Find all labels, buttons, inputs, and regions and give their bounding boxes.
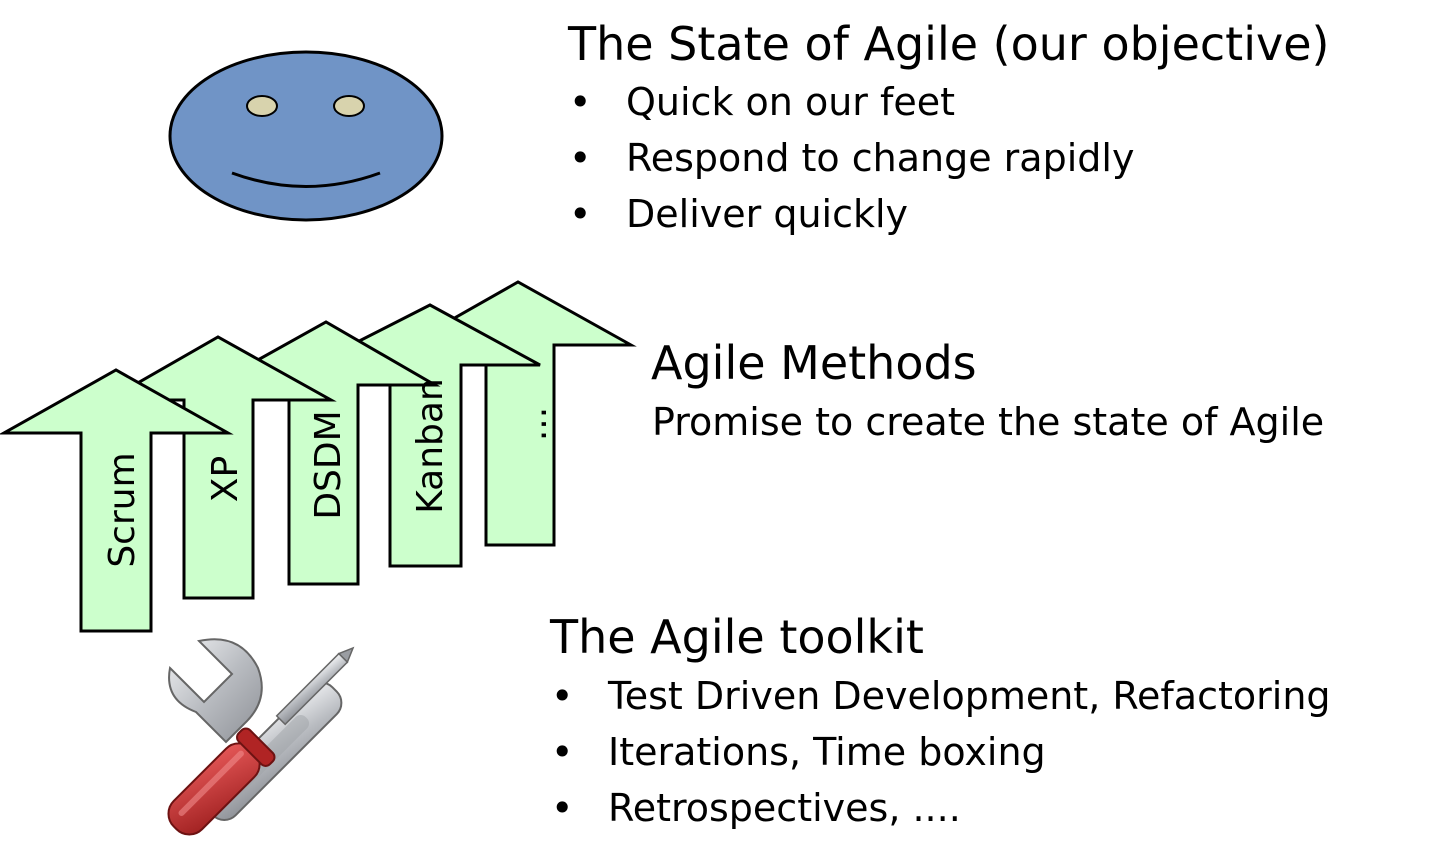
list-item: Respond to change rapidly xyxy=(569,130,1134,186)
arrow-label-dsdm: DSDM xyxy=(308,410,349,519)
state-title: The State of Agile (our objective) xyxy=(568,17,1330,71)
state-list: Quick on our feet Respond to change rapi… xyxy=(569,74,1134,242)
methods-subtitle: Promise to create the state of Agile xyxy=(652,400,1325,444)
arrow-up-icon xyxy=(0,368,234,633)
wrench-screwdriver-icon xyxy=(167,638,355,836)
toolkit-title: The Agile toolkit xyxy=(550,610,924,664)
list-item: Test Driven Development, Refactoring xyxy=(551,668,1331,724)
list-item: Deliver quickly xyxy=(569,186,1134,242)
arrow-label-scrum: Scrum xyxy=(102,452,143,567)
smiley-face-icon xyxy=(168,50,444,222)
list-item: Retrospectives, .... xyxy=(551,780,1331,836)
list-item: Iterations, Time boxing xyxy=(551,724,1331,780)
arrow-label-kanban: Kanban xyxy=(410,378,451,514)
list-item: Quick on our feet xyxy=(569,74,1134,130)
toolkit-list: Test Driven Development, Refactoring Ite… xyxy=(551,668,1331,836)
arrow-label-more: ... xyxy=(514,407,555,441)
arrow-label-xp: XP xyxy=(205,456,246,502)
methods-title: Agile Methods xyxy=(651,336,977,390)
